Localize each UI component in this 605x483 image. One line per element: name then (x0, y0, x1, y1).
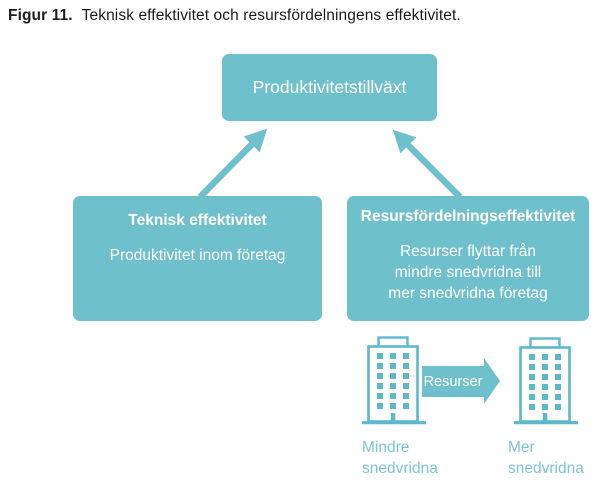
connector-arrows (197, 128, 463, 200)
figure-number: Figur 11. (8, 7, 73, 24)
technical-efficiency-box: Teknisk effektivitet Produktivitet inom … (73, 196, 322, 321)
resource-allocation-line2: mindre snedvridna till (394, 264, 542, 281)
building-icon-left (362, 336, 426, 425)
resources-arrow-label: Resurser (424, 374, 483, 390)
less-distorted-line1: Mindre (362, 439, 410, 456)
resources-arrow-icon: Resurser (422, 358, 500, 404)
arrow-up-right-icon (197, 128, 268, 200)
technical-efficiency-body: Produktivitet inom företag (109, 247, 286, 264)
resource-flow-graphic: Resurser (362, 336, 578, 425)
arrow-up-left-icon (392, 129, 463, 200)
more-distorted-line2: snedvridna (508, 460, 584, 477)
resource-allocation-line1: Resurser flyttar från (399, 243, 537, 260)
less-distorted-label: Mindre snedvridna (362, 437, 438, 479)
building-icon-right (514, 337, 578, 425)
figure-caption: Teknisk effektivitet och resursfördelnin… (81, 7, 461, 24)
resource-allocation-line3: mer snedvridna företag (388, 285, 548, 302)
resource-allocation-body: Resurser flyttar från mindre snedvridna … (347, 241, 589, 304)
resource-allocation-heading: Resursfördelningseffektivitet (360, 208, 576, 225)
less-distorted-line2: snedvridna (362, 460, 438, 477)
productivity-growth-box: Produktivitetstillväxt (222, 54, 437, 121)
figure-title: Figur 11. Teknisk effektivitet och resurs… (8, 7, 461, 25)
resource-allocation-box: Resursfördelningseffektivitet Resurser f… (347, 196, 589, 321)
more-distorted-label: Mer snedvridna (508, 437, 584, 479)
productivity-growth-label: Produktivitetstillväxt (252, 77, 407, 97)
more-distorted-line1: Mer (508, 439, 535, 456)
technical-efficiency-heading: Teknisk effektivitet (128, 212, 267, 229)
